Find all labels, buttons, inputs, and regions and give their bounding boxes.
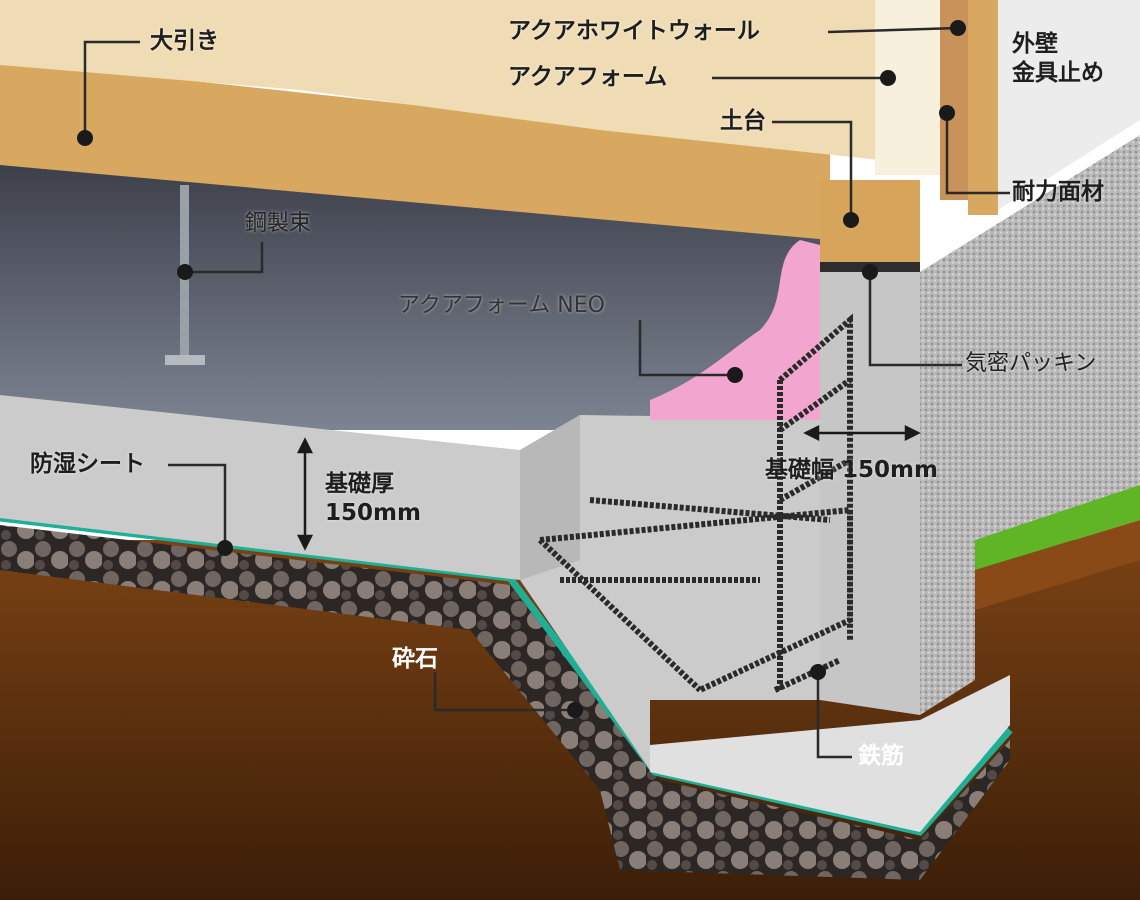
exterior-wall [998, 0, 1140, 210]
aqua-foam-neo [650, 240, 820, 420]
dimension-arrows [296, 424, 921, 551]
label-exterior-wall-line1: 外壁 [1012, 31, 1058, 57]
floor-structure [0, 0, 880, 160]
label-foundation-width: 基礎幅 150mm [765, 457, 938, 483]
label-airtight-packing: 気密パッキン [965, 351, 1097, 376]
leader-dots [77, 20, 966, 718]
concrete-slab [0, 395, 920, 770]
label-structural-panel: 耐力面材 [1012, 179, 1104, 205]
label-steel-post: 鋼製束 [245, 211, 312, 236]
footing [650, 675, 1010, 832]
label-foundation-thickness-line2: 150mm [325, 499, 421, 526]
aqua-white-wall [875, 0, 940, 175]
label-foundation-thickness-line1: 基礎厚 [325, 471, 394, 497]
dodai-sill [820, 180, 920, 262]
label-crushed-stone: 砕石 [392, 646, 438, 672]
label-exterior-wall-line2: 金具止め [1012, 59, 1104, 86]
grass [975, 485, 1140, 570]
leader-lines [83, 26, 1010, 759]
rebar-cage [537, 313, 853, 693]
label-moisture-sheet: 防湿シート [30, 451, 145, 477]
label-exterior-wall: 外壁金具止め [1012, 30, 1104, 88]
oobiki-beam [0, 60, 830, 240]
label-rebar: 鉄筋 [858, 743, 904, 769]
crushed-stone-layer [0, 525, 1010, 880]
label-aqua-foam: アクアフォーム [508, 64, 668, 90]
label-aqua-foam-neo: アクアフォーム NEO [398, 293, 605, 318]
label-dodai: 土台 [720, 108, 766, 134]
label-aqua-white-wall: アクアホワイトウォール [508, 18, 760, 44]
label-oobiki: 大引き [150, 28, 219, 54]
